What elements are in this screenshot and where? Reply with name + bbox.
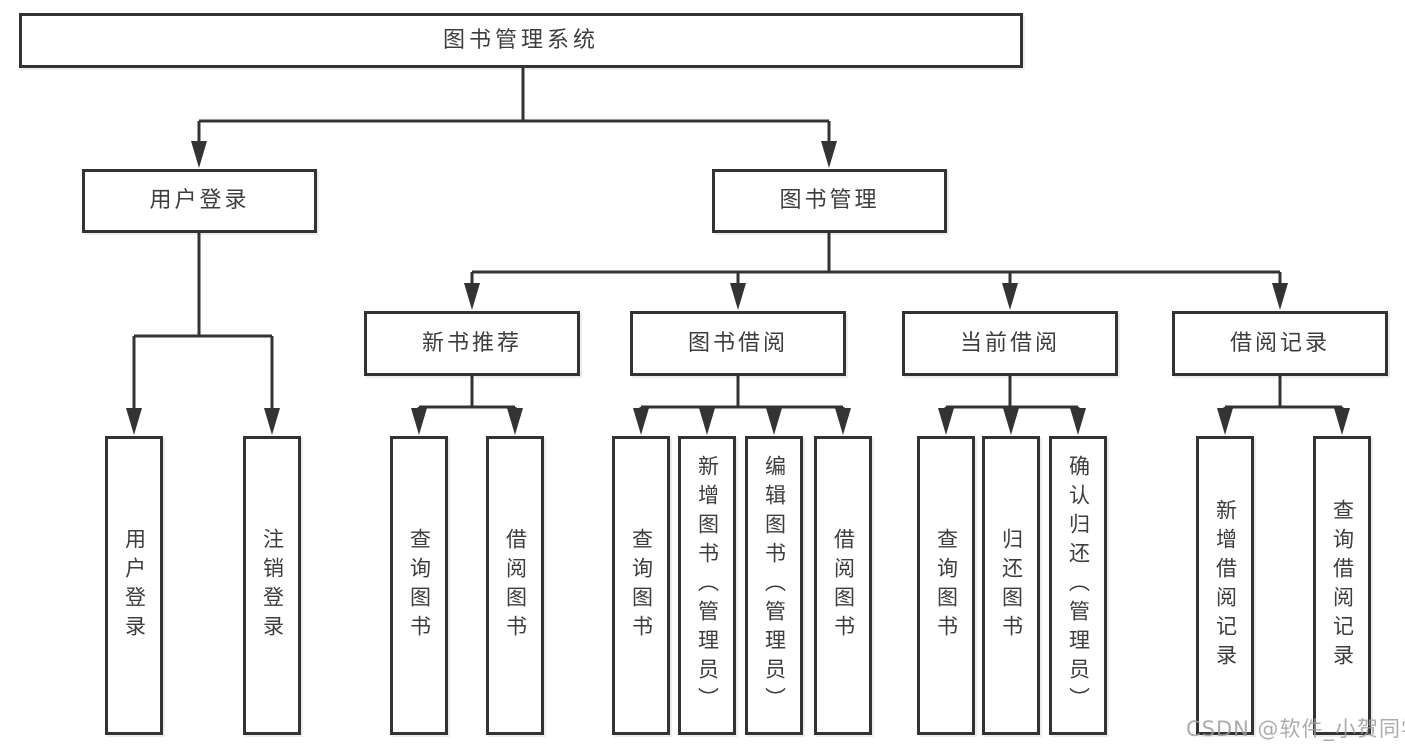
leaf-borrow-book-label-2: 借阅图书 [831,527,856,644]
book-borrow-label: 图书借阅 [687,330,788,356]
leaf-query-book-box-2: 查询图书 [612,436,670,735]
arrow-down-icon [264,408,280,435]
current-borrow-label: 当前借阅 [959,330,1060,356]
arrow-down-icon [191,141,207,168]
leaf-user-login-box: 用户登录 [105,436,163,735]
connector-segments [132,68,1344,412]
leaf-add-borrow-record-label: 新增借阅记录 [1213,498,1238,673]
arrow-down-icon [938,408,954,435]
arrow-down-icon [1217,408,1233,435]
leaf-borrow-book-box-2: 借阅图书 [814,436,872,735]
connector-arrowheads [126,141,1350,435]
leaf-confirm-return-admin-label: 确认归还（管理员） [1066,455,1091,716]
leaf-query-borrow-record-label: 查询借阅记录 [1330,498,1355,673]
arrow-down-icon [464,283,480,310]
arrow-down-icon [1002,283,1018,310]
book-management-box: 图书管理 [712,169,947,233]
borrow-record-label: 借阅记录 [1229,330,1330,356]
arrow-down-icon [821,141,837,168]
arrow-down-icon [1334,408,1350,435]
arrow-down-icon [699,408,715,435]
csdn-watermark: CSDN @软件_小贺同学 [1186,717,1405,741]
leaf-query-book-label-1: 查询图书 [407,527,432,644]
arrow-down-icon [1070,408,1086,435]
arrow-down-icon [730,283,746,310]
borrow-record-box: 借阅记录 [1172,311,1388,376]
current-borrow-box: 当前借阅 [902,311,1118,376]
leaf-return-book-box: 归还图书 [982,436,1040,735]
user-login-box: 用户登录 [82,169,317,233]
leaf-return-book-label: 归还图书 [999,527,1024,644]
arrow-down-icon [411,408,427,435]
arrow-down-icon [1272,283,1288,310]
leaf-query-book-box-1: 查询图书 [390,436,448,735]
leaf-logout-label: 注销登录 [260,527,285,644]
leaf-logout-box: 注销登录 [243,436,301,735]
leaf-query-book-box-3: 查询图书 [917,436,975,735]
leaf-borrow-book-box-1: 借阅图书 [486,436,544,735]
leaf-query-book-label-3: 查询图书 [934,527,959,644]
leaf-edit-book-admin-label: 编辑图书（管理员） [762,455,787,716]
leaf-confirm-return-admin-box: 确认归还（管理员） [1049,436,1107,735]
arrow-down-icon [766,408,782,435]
arrow-down-icon [835,408,851,435]
arrow-down-icon [126,408,142,435]
arrow-down-icon [1003,408,1019,435]
leaf-user-login-label: 用户登录 [122,527,147,644]
system-root-label: 图书管理系统 [442,27,599,53]
leaf-query-borrow-record-box: 查询借阅记录 [1313,436,1371,735]
leaf-add-book-admin-label: 新增图书（管理员） [695,455,720,716]
book-management-label: 图书管理 [779,188,880,213]
new-book-recommend-label: 新书推荐 [421,330,522,356]
book-borrow-box: 图书借阅 [630,311,846,376]
user-login-label: 用户登录 [149,188,250,213]
leaf-edit-book-admin-box: 编辑图书（管理员） [745,436,803,735]
system-root-box: 图书管理系统 [19,13,1023,68]
leaf-borrow-book-label-1: 借阅图书 [503,527,528,644]
new-book-recommend-box: 新书推荐 [364,311,580,376]
leaf-add-book-admin-box: 新增图书（管理员） [678,436,736,735]
arrow-down-icon [507,408,523,435]
leaf-add-borrow-record-box: 新增借阅记录 [1196,436,1254,735]
arrow-down-icon [633,408,649,435]
leaf-query-book-label-2: 查询图书 [629,527,654,644]
